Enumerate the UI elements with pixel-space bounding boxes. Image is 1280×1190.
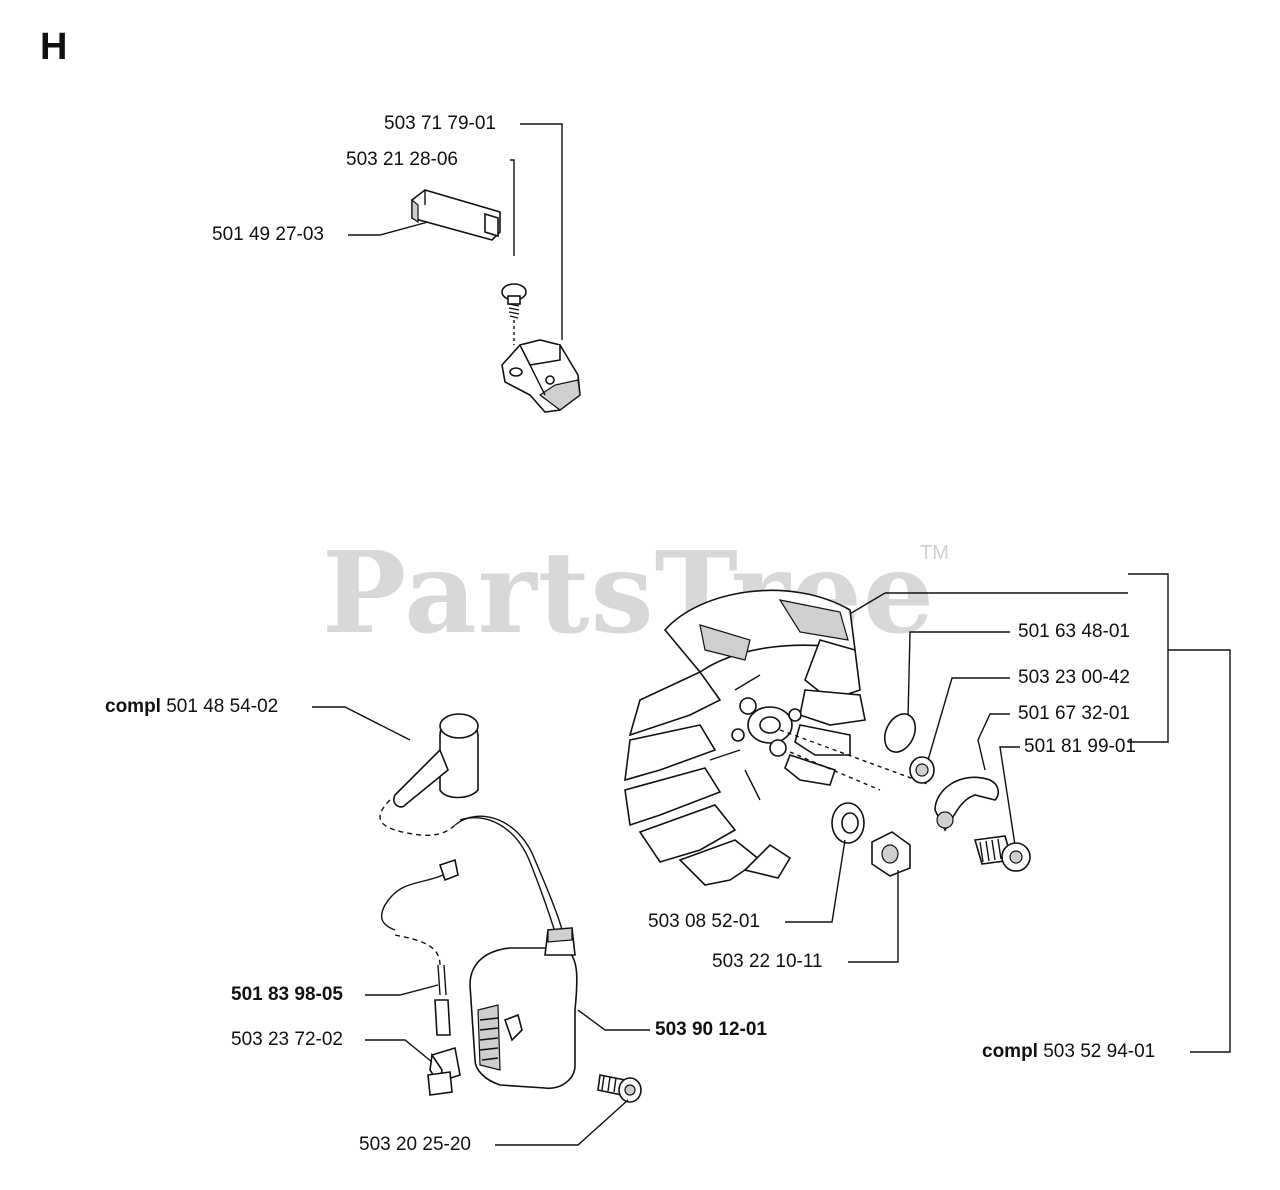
flywheel-part	[624, 589, 931, 886]
leader-p9	[785, 839, 846, 923]
pawl-washer-part	[909, 756, 935, 784]
part-label-p2: 503 21 28-06	[346, 149, 458, 170]
lead-wire-dashed	[379, 799, 456, 837]
section-letter: H	[40, 26, 68, 68]
bracket-clip-part	[411, 189, 501, 241]
leader-p4	[907, 631, 1010, 719]
part-label-p9: 503 08 52-01	[648, 911, 760, 932]
part-label-p5: 503 23 00-42	[1018, 667, 1130, 688]
watermark-trademark: TM	[920, 542, 949, 564]
part-label-p14-prefix: compl	[982, 1041, 1038, 1062]
part-label-p14: compl 503 52 94-01	[982, 1041, 1155, 1063]
part-label-p10: 503 22 10-11	[712, 951, 823, 972]
part-label-p12: 503 23 72-02	[231, 1029, 343, 1050]
pawl-part	[934, 776, 1000, 832]
flywheel-washer-part	[831, 802, 865, 844]
part-label-p7: 501 81 99-01	[1024, 736, 1136, 757]
pawl-screw-part	[973, 835, 1031, 872]
leader-p10	[848, 870, 899, 963]
leader-p6	[977, 713, 1010, 771]
leader-p1	[520, 123, 563, 340]
part-label-p8: compl 501 48 54-02	[105, 696, 278, 718]
flywheel-nut-part	[871, 831, 911, 877]
part-label-p3: 501 49 27-03	[212, 224, 324, 245]
part-label-p6: 501 67 32-01	[1018, 703, 1130, 724]
leader-p2	[510, 159, 515, 256]
leader-p13	[577, 1009, 650, 1031]
leader-p8	[312, 706, 411, 741]
leader-p3	[348, 221, 429, 236]
ground-wire-part	[380, 858, 459, 1036]
leader-flywheel	[847, 592, 886, 616]
leader-p12	[365, 1039, 433, 1063]
spark-plug-boot-part	[393, 713, 479, 808]
mount-block-part	[501, 339, 581, 413]
part-label-p8-prefix: compl	[105, 696, 161, 717]
part-label-p11: 501 83 98-05	[231, 984, 343, 1005]
lead-wire	[454, 815, 566, 941]
coil-screw-part	[597, 1074, 642, 1103]
part-label-p1: 503 71 79-01	[384, 113, 496, 134]
part-label-p14-number: 503 52 94-01	[1043, 1041, 1156, 1062]
ignition-coil-part	[469, 927, 578, 1090]
part-label-p15: 503 20 25-20	[359, 1134, 471, 1155]
part-label-p8-number: 501 48 54-02	[166, 696, 279, 717]
connector-part	[427, 1046, 461, 1096]
leader-p5	[927, 677, 1010, 761]
leader-p7	[999, 746, 1020, 846]
part-label-p13: 503 90 12-01	[655, 1019, 767, 1040]
leader-p15	[495, 1099, 629, 1146]
spring-clip-part	[883, 713, 917, 753]
part-label-p4: 501 63 48-01	[1018, 621, 1130, 642]
bracket-right	[1128, 573, 1169, 743]
small-screw-part	[501, 283, 527, 345]
leader-p14	[1168, 649, 1231, 1053]
leader-p11	[365, 984, 439, 996]
